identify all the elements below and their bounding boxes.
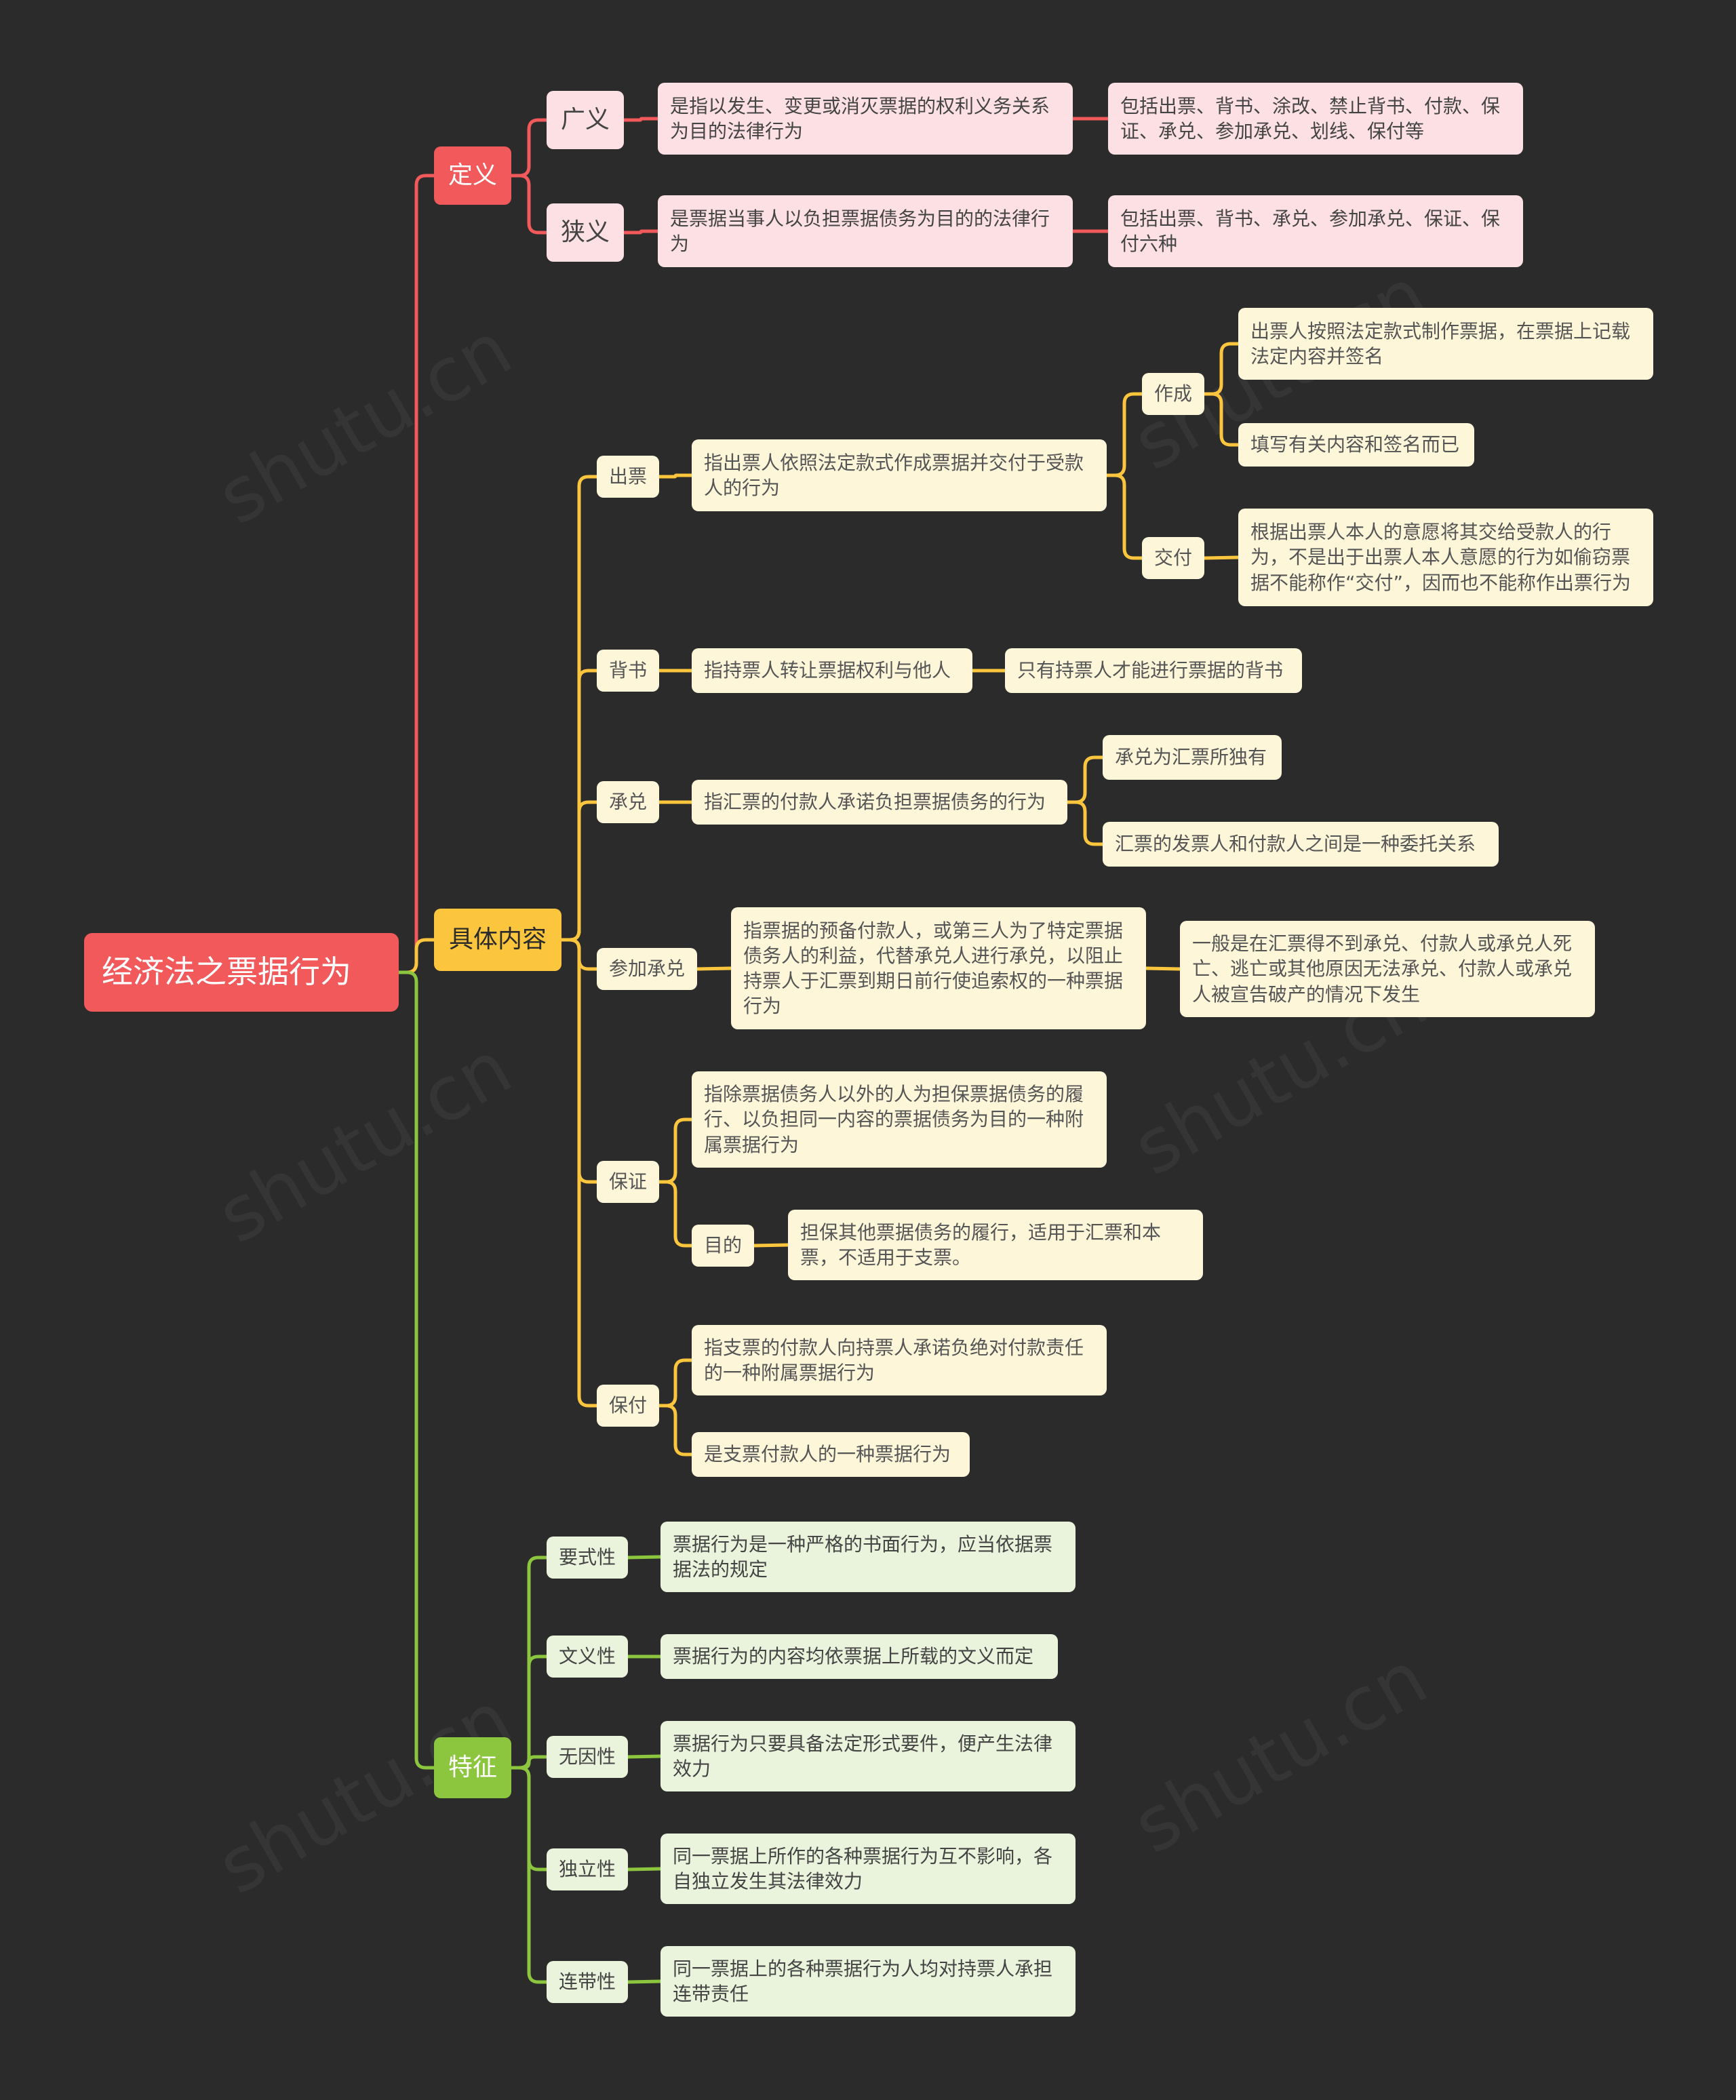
definition-broad-desc[interactable]: 是指以发生、变更或消灭票据的权利义务关系为目的法律行为 xyxy=(658,83,1073,155)
feature-label[interactable]: 文义性 xyxy=(547,1636,628,1678)
content-guarantee-label[interactable]: 保证 xyxy=(597,1161,659,1203)
content-endorse-note[interactable]: 只有持票人才能进行票据的背书 xyxy=(1005,648,1302,693)
content-accept-note-1[interactable]: 承兑为汇票所独有 xyxy=(1103,735,1282,780)
content-certify-desc[interactable]: 指支票的付款人向持票人承诺负绝对付款责任的一种附属票据行为 xyxy=(692,1325,1107,1395)
content-certify-label[interactable]: 保付 xyxy=(597,1385,659,1427)
connector-line xyxy=(1105,473,1144,560)
feature-desc[interactable]: 票据行为的内容均依票据上所载的文义而定 xyxy=(660,1634,1058,1679)
connector-line xyxy=(657,1358,694,1408)
content-accept-label[interactable]: 承兑 xyxy=(597,781,659,823)
feature-desc[interactable]: 票据行为是一种严格的书面行为，应当依据票据法的规定 xyxy=(660,1522,1076,1592)
connector-line xyxy=(657,1404,694,1457)
connector-line xyxy=(559,938,599,1408)
connector-line xyxy=(1202,342,1240,396)
content-participate-label[interactable]: 参加承兑 xyxy=(597,948,697,990)
connector-line xyxy=(657,473,694,479)
definition-broad-scope[interactable]: 包括出票、背书、涂改、禁止背书、付款、保证、承兑、参加承兑、划线、保付等 xyxy=(1108,83,1523,155)
content-accept-desc[interactable]: 指汇票的付款人承诺负担票据债务的行为 xyxy=(692,780,1067,825)
connector-line xyxy=(397,174,436,974)
feature-label[interactable]: 独立性 xyxy=(547,1848,628,1890)
connector-line xyxy=(695,966,733,971)
branch-definition[interactable]: 定义 xyxy=(434,146,511,205)
connector-line xyxy=(397,970,436,1770)
content-issue-desc[interactable]: 指出票人依照法定款式作成票据并交付于受款人的行为 xyxy=(692,439,1107,511)
content-participate-note[interactable]: 一般是在汇票得不到承兑、付款人或承兑人死亡、逃亡或其他原因无法承兑、付款人或承兑… xyxy=(1180,921,1595,1017)
connector-line xyxy=(509,118,549,178)
connector-line xyxy=(622,229,660,235)
content-issue-label[interactable]: 出票 xyxy=(597,456,659,498)
issue-make-desc-2[interactable]: 填写有关内容和签名而已 xyxy=(1238,423,1474,467)
content-certify-note[interactable]: 是支票付款人的一种票据行为 xyxy=(692,1432,970,1477)
connector-line xyxy=(1202,555,1240,560)
definition-broad-label[interactable]: 广义 xyxy=(547,91,624,149)
issue-make-desc[interactable]: 出票人按照法定款式制作票据，在票据上记载法定内容并签名 xyxy=(1238,308,1653,380)
branch-content[interactable]: 具体内容 xyxy=(434,909,561,971)
guarantee-purpose-label[interactable]: 目的 xyxy=(692,1225,754,1267)
connector-line xyxy=(626,1555,663,1560)
issue-make-label[interactable]: 作成 xyxy=(1142,373,1204,415)
connector-line xyxy=(626,1979,663,1984)
content-participate-desc[interactable]: 指票据的预备付款人，或第三人为了特定票据债务人的利益，代替承兑人进行承兑，以阻止… xyxy=(731,907,1146,1029)
content-endorse-desc[interactable]: 指持票人转让票据权利与他人 xyxy=(692,648,972,693)
connector-line xyxy=(657,1180,694,1248)
feature-desc[interactable]: 票据行为只要具备法定形式要件，便产生法律效力 xyxy=(660,1721,1076,1791)
content-accept-note-2[interactable]: 汇票的发票人和付款人之间是一种委托关系 xyxy=(1103,822,1499,867)
guarantee-purpose-desc[interactable]: 担保其他票据债务的履行，适用于汇票和本票，不适用于支票。 xyxy=(788,1210,1203,1280)
feature-desc[interactable]: 同一票据上所作的各种票据行为互不影响，各自独立发生其法律效力 xyxy=(660,1834,1076,1904)
feature-label[interactable]: 连带性 xyxy=(547,1961,628,2003)
connector-line xyxy=(397,938,436,974)
connector-line xyxy=(509,1766,549,1984)
definition-narrow-scope[interactable]: 包括出票、背书、承兑、参加承兑、保证、保付六种 xyxy=(1108,195,1523,267)
connector-line xyxy=(657,1117,694,1184)
definition-narrow-desc[interactable]: 是票据当事人以负担票据债务为目的的法律行为 xyxy=(658,195,1073,267)
connector-line xyxy=(622,117,660,122)
connector-line xyxy=(626,1754,663,1759)
content-guarantee-desc[interactable]: 指除票据债务人以外的人为担保票据债务的履行、以负担同一内容的票据债务为目的一种附… xyxy=(692,1071,1107,1168)
branch-features[interactable]: 特征 xyxy=(434,1737,511,1798)
connector-line xyxy=(509,174,549,235)
feature-label[interactable]: 无因性 xyxy=(547,1736,628,1778)
definition-narrow-label[interactable]: 狭义 xyxy=(547,203,624,262)
feature-label[interactable]: 要式性 xyxy=(547,1537,628,1579)
root-topic[interactable]: 经济法之票据行为 xyxy=(84,933,399,1012)
connector-line xyxy=(559,800,599,942)
content-endorse-label[interactable]: 背书 xyxy=(597,650,659,692)
connector-line xyxy=(1105,392,1144,477)
connector-line xyxy=(1065,800,1105,846)
connector-line xyxy=(752,1243,790,1248)
connector-line xyxy=(509,1655,549,1770)
issue-deliver-desc[interactable]: 根据出票人本人的意愿将其交给受款人的行为，不是出于出票人本人意愿的行为如偷窃票据… xyxy=(1238,509,1653,606)
connector-line xyxy=(1202,392,1240,447)
issue-deliver-label[interactable]: 交付 xyxy=(1142,537,1204,579)
connector-line xyxy=(1144,966,1182,971)
feature-desc[interactable]: 同一票据上的各种票据行为人均对持票人承担连带责任 xyxy=(660,1946,1076,2017)
connector-line xyxy=(1065,755,1105,804)
